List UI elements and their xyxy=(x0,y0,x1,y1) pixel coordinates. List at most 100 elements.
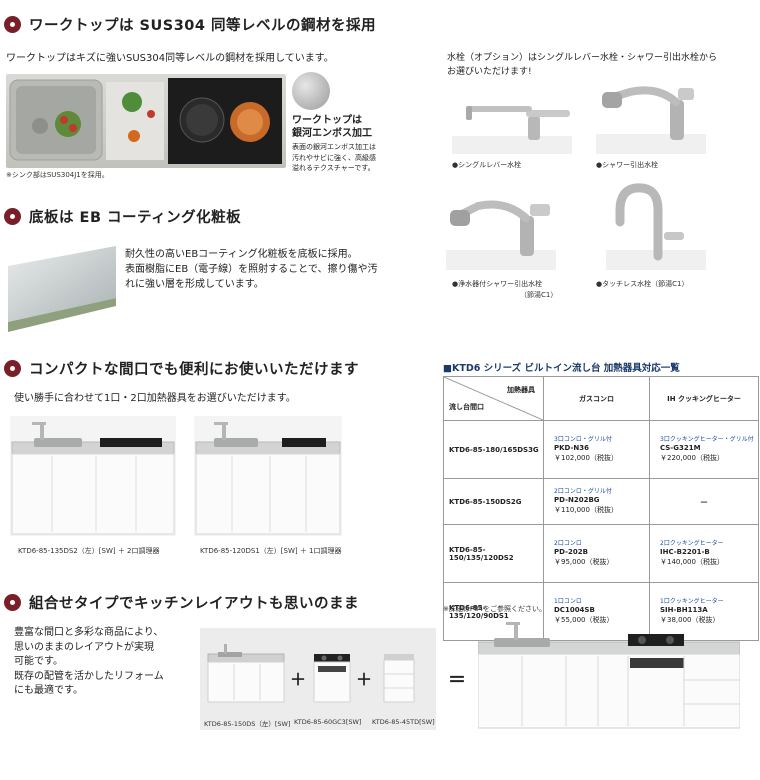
header-ih: IH クッキングヒーター xyxy=(649,376,759,421)
combination-desc-3: 可能です。 xyxy=(14,656,63,667)
row-model: KTD6-85-135/120/90DS1 xyxy=(443,582,544,641)
heater-compatibility-table: 加熱器具 流し台間口 ガスコンロ IH クッキングヒーター KTD6-85-18… xyxy=(443,376,759,641)
table-footnote: ※詳細はP84をご参照ください。 xyxy=(443,605,546,613)
emboss-desc-2: 汚れやサビに強く、高級感 xyxy=(292,153,376,162)
faucet-label-3: ●浄水器付シャワー引出水栓 xyxy=(452,280,543,288)
single-lever-faucet-icon xyxy=(452,106,572,154)
gas-sub: 1口コンロ xyxy=(554,598,582,606)
section-title: ワークトップは SUS304 同等レベルの鋼材を採用 xyxy=(29,18,377,34)
gas-cell: 2口コンロ PD-202B ￥95,000（税抜） xyxy=(543,524,650,583)
row-model: KTD6-85-180/165DS3G xyxy=(443,420,544,479)
eb-board-photo xyxy=(8,246,116,332)
emboss-desc-3: 溢れるテクスチャーです。 xyxy=(292,164,375,172)
section-title: 組合せタイプでキッチンレイアウトも思いのまま xyxy=(29,596,359,612)
ih-sub: 1口クッキングヒーター xyxy=(660,598,724,606)
section-description: ワークトップはキズに強いSUS304同等レベルの鋼材を採用しています。 xyxy=(6,53,334,64)
section-bullet-icon xyxy=(4,16,21,33)
combination-desc-1: 豊富な間口と多彩な商品により、 xyxy=(14,627,164,638)
cabinet-caption-1: KTD6-85-135DS2（左）[SW] ＋ 2口調理器 xyxy=(18,547,160,555)
eb-desc-2: 表面樹脂にEB（電子線）を照射することで、擦り傷や汚 xyxy=(125,264,378,275)
combination-desc-5: にも最適です。 xyxy=(14,685,83,696)
gas-cell: 3口コンロ・グリル付 PKD-N36 ￥102,000（税抜） xyxy=(543,420,650,479)
section-bullet-icon xyxy=(4,208,21,225)
shower-pull-faucet-icon xyxy=(596,86,706,154)
section-header-eb-coating: 底板は EB コーティング化粧板 xyxy=(4,206,241,227)
header-sink-width: 流し台間口 xyxy=(449,403,484,411)
section-header-compact: コンパクトな間口でも便利にお使いいただけます xyxy=(4,358,359,379)
table-header-row: 加熱器具 流し台間口 ガスコンロ IH クッキングヒーター xyxy=(443,376,759,421)
table-row: KTD6-85-135/120/90DS1 1口コンロ DC1004SB ￥55… xyxy=(443,582,759,641)
combo-caption-2: KTD6-85-60GC3[SW] xyxy=(294,718,362,726)
equals-icon: ＝ xyxy=(448,670,466,691)
ih-price: ￥38,000（税抜） xyxy=(660,615,720,624)
combined-kitchen-illustration xyxy=(478,622,740,729)
gas-sub: 2口コンロ・グリル付 xyxy=(554,488,612,496)
worktop-illustration xyxy=(9,78,282,164)
section-header-combination: 組合せタイプでキッチンレイアウトも思いのまま xyxy=(4,592,359,613)
ih-sub: 3口クッキングヒーター・グリル付 xyxy=(660,436,754,444)
ih-cell-empty: — xyxy=(649,478,759,525)
combo-caption-1: KTD6-85-150DS（左）[SW] xyxy=(204,720,291,728)
combo-caption-3: KTD6-85-45TD[SW] xyxy=(372,718,435,726)
compact-desc: 使い勝手に合わせて1口・2口加熱器具をお選びいただけます。 xyxy=(14,393,296,404)
cabinet-120-illustration xyxy=(194,416,342,536)
ih-cell: 2口クッキングヒーター IHC-B2201-B ￥140,000（税抜） xyxy=(649,524,759,583)
table-corner-header: 加熱器具 流し台間口 xyxy=(443,376,544,421)
ih-code: IHC-B2201-B xyxy=(660,548,710,557)
gas-price: ￥55,000（税抜） xyxy=(554,615,614,624)
ih-price: ￥220,000（税抜） xyxy=(660,453,724,462)
combination-desc: 豊富な間口と多彩な商品により、 思いのままのレイアウトが実現 可能です。 既存の… xyxy=(14,626,164,699)
gas-code: PD-202B xyxy=(554,548,588,557)
faucet-label-1: ●シングルレバー水栓 xyxy=(452,161,522,169)
emboss-swatch xyxy=(292,72,330,110)
faucet-intro-2: お選びいただけます! xyxy=(447,67,532,77)
emboss-title-1: ワークトップは xyxy=(292,115,362,126)
faucet-label-2: ●シャワー引出水栓 xyxy=(596,161,659,169)
gas-price: ￥102,000（税抜） xyxy=(554,453,618,462)
section-header-worktop: ワークトップは SUS304 同等レベルの鋼材を採用 xyxy=(4,14,376,35)
ih-code: CS-G321M xyxy=(660,444,701,453)
cabinet-caption-2: KTD6-85-120DS1（左）[SW] ＋ 1口調理器 xyxy=(200,547,342,555)
gas-cell: 2口コンロ・グリル付 PD-N202BG ￥110,000（税抜） xyxy=(543,478,650,525)
gas-code: DC1004SB xyxy=(554,606,595,615)
touchless-faucet-icon xyxy=(606,183,706,270)
section-title: コンパクトな間口でも便利にお使いいただけます xyxy=(29,362,359,378)
section-title: 底板は EB コーティング化粧板 xyxy=(29,210,242,226)
eb-desc-3: れに強い層を形成しています。 xyxy=(125,279,264,290)
section-bullet-icon xyxy=(4,594,21,611)
combination-desc-4: 既存の配管を活かしたリフォーム xyxy=(14,670,164,682)
emboss-desc-1: 表面の銀河エンボス加工は xyxy=(292,143,376,151)
ih-cell: 1口クッキングヒーター SIH-BH113A ￥38,000（税抜） xyxy=(649,582,759,641)
combo-stove-unit xyxy=(313,654,351,703)
row-model: KTD6-85-150DS2G xyxy=(443,478,544,525)
gas-code: PKD-N36 xyxy=(554,444,589,453)
header-gas: ガスコンロ xyxy=(543,376,650,421)
ih-price: ￥140,000（税抜） xyxy=(660,557,724,566)
ih-code: — xyxy=(700,497,708,506)
combo-sink-unit xyxy=(207,644,285,703)
cabinet-135-illustration xyxy=(10,416,176,536)
emboss-info: ワークトップは 銀河エンボス加工 表面の銀河エンボス加工は 汚れやサビに強く、高… xyxy=(292,114,376,174)
row-model: KTD6-85-150/135/120DS2 xyxy=(443,524,544,583)
section-bullet-icon xyxy=(4,360,21,377)
eb-desc-1: 耐久性の高いEBコーティング化粧板を底板に採用。 xyxy=(125,249,358,260)
sink-note: ※シンク部はSUS304J1を採用。 xyxy=(6,171,109,179)
ih-sub: 2口クッキングヒーター xyxy=(660,540,724,548)
emboss-title-2: 銀河エンボス加工 xyxy=(292,128,372,139)
gas-price: ￥110,000（税抜） xyxy=(554,505,618,514)
plus-icon: ＋ xyxy=(356,670,373,689)
diagonal-line xyxy=(444,377,543,420)
table-row: KTD6-85-180/165DS3G 3口コンロ・グリル付 PKD-N36 ￥… xyxy=(443,420,759,479)
gas-code: PD-N202BG xyxy=(554,496,600,505)
gas-cell: 1口コンロ DC1004SB ￥55,000（税抜） xyxy=(543,582,650,641)
table-row: KTD6-85-150DS2G 2口コンロ・グリル付 PD-N202BG ￥11… xyxy=(443,478,759,525)
faucet-label-4: ●タッチレス水栓（節湯C1） xyxy=(596,280,689,288)
combination-desc-2: 思いのままのレイアウトが実現 xyxy=(14,641,154,653)
faucet-sublabel-3: （節湯C1） xyxy=(520,291,558,299)
combo-drawer-unit xyxy=(383,654,415,703)
gas-sub: 2口コンロ xyxy=(554,540,582,548)
faucet-intro-1: 水栓（オプション）はシングルレバー水栓・シャワー引出水栓から xyxy=(447,53,718,63)
header-heater: 加熱器具 xyxy=(507,386,535,394)
ih-code: SIH-BH113A xyxy=(660,606,708,615)
table-title: ■KTD6 シリーズ ビルトイン流し台 加熱器具対応一覧 xyxy=(443,363,680,374)
